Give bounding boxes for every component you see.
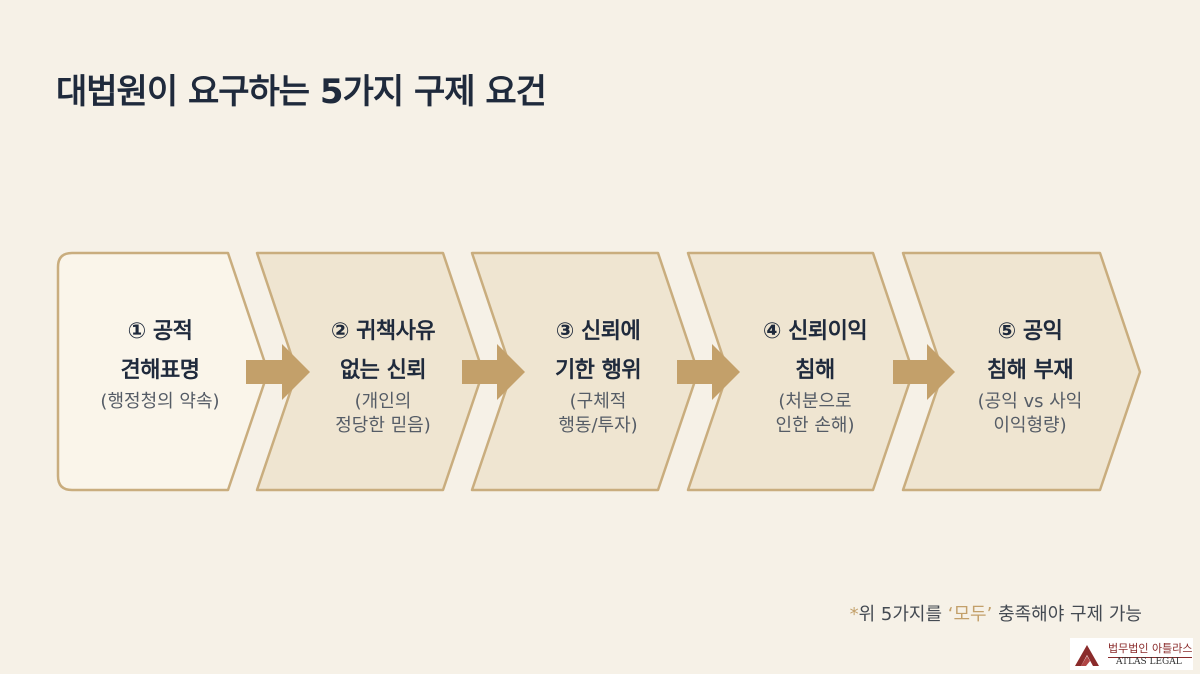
step-4: ④ 신뢰이익 침해 (처분으로 인한 손해) xyxy=(715,312,915,438)
step-heading: ① 공적 xyxy=(127,319,193,344)
company-logo: 법무법인 아틀라스 ATLAS LEGAL xyxy=(1070,638,1193,670)
step-description: (공익 vs 사익 xyxy=(977,391,1083,412)
logo-english: ATLAS LEGAL xyxy=(1116,657,1182,667)
arrow-icon xyxy=(677,344,740,400)
footnote-text: 충족해야 구제 가능 xyxy=(992,604,1142,625)
footnote-text: 위 5가지를 xyxy=(858,604,948,625)
footnote: *위 5가지를 ‘모두’ 충족해야 구제 가능 xyxy=(850,600,1142,626)
arrow-icon xyxy=(462,344,525,400)
footnote-emphasis: ‘모두’ xyxy=(947,604,993,625)
step-1-shape xyxy=(56,251,270,492)
step-1: ① 공적 견해표명 (행정청의 약속) xyxy=(60,312,260,414)
arrow-icon xyxy=(246,344,310,400)
page-title: 대법원이 요구하는 5가지 구제 요건 xyxy=(56,72,547,112)
arrow-icon xyxy=(893,344,955,400)
step-heading: 침해 부재 xyxy=(986,358,1074,383)
step-heading: ⑤ 공익 xyxy=(997,319,1063,344)
step-heading: 없는 신뢰 xyxy=(339,358,427,383)
asterisk: * xyxy=(849,604,859,625)
step-description: 이익형량) xyxy=(993,415,1067,436)
step-3: ③ 신뢰에 기한 행위 (구체적 행동/투자) xyxy=(498,312,698,438)
step-description: 행동/투자) xyxy=(558,415,638,436)
step-description: (구체적 xyxy=(569,391,627,412)
step-description: (개인의 xyxy=(354,391,412,412)
logo-korean: 법무법인 아틀라스 xyxy=(1108,640,1193,658)
step-heading: 기한 행위 xyxy=(554,358,642,383)
step-description: 인한 손해) xyxy=(775,415,855,436)
step-description: (처분으로 xyxy=(778,391,852,412)
step-heading: ② 귀책사유 xyxy=(330,319,436,344)
step-description: (행정청의 약속) xyxy=(100,391,220,412)
step-description: 정당한 믿음) xyxy=(335,415,431,436)
step-5: ⑤ 공익 침해 부재 (공익 vs 사익 이익형량) xyxy=(930,312,1130,438)
step-2: ② 귀책사유 없는 신뢰 (개인의 정당한 믿음) xyxy=(283,312,483,438)
logo-mark-icon xyxy=(1075,645,1099,666)
step-heading: 침해 xyxy=(795,358,835,383)
step-heading: ③ 신뢰에 xyxy=(555,319,641,344)
step-heading: ④ 신뢰이익 xyxy=(762,319,868,344)
step-heading: 견해표명 xyxy=(120,358,200,383)
